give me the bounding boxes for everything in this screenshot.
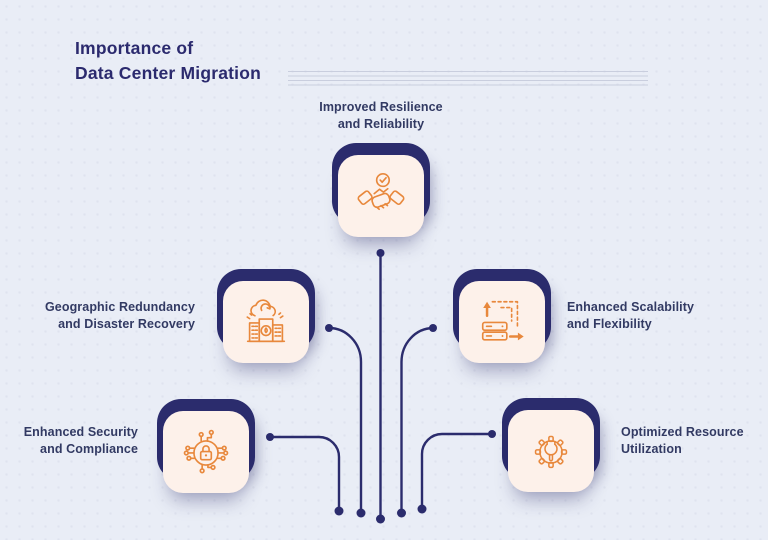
- connector-security: [268, 435, 341, 513]
- page-title-line2: Data Center Migration: [75, 63, 262, 83]
- buildings-cloud-sync-icon: [246, 299, 286, 343]
- card-geographic-redundancy: [217, 269, 317, 365]
- card-face: [163, 411, 249, 493]
- label-improved-resilience: Improved Resilience and Reliability: [281, 99, 481, 133]
- title-decorative-lines: [288, 71, 648, 86]
- label-enhanced-scalability: Enhanced Scalability and Flexibility: [567, 299, 757, 333]
- card-face: [459, 281, 545, 363]
- label-line: Utilization: [621, 442, 682, 456]
- circuit-lock-icon: [183, 429, 229, 474]
- handshake-check-icon: [357, 173, 405, 211]
- page-title-line1: Importance of: [75, 38, 194, 58]
- label-enhanced-security: Enhanced Security and Compliance: [8, 424, 138, 458]
- card-enhanced-scalability: [453, 269, 553, 365]
- connector-utilization: [420, 432, 494, 511]
- card-optimized-resource: [502, 398, 602, 494]
- label-line: Optimized Resource: [621, 425, 744, 439]
- card-enhanced-security: [157, 399, 257, 495]
- connector-redundancy: [327, 326, 363, 515]
- card-improved-resilience: [332, 143, 432, 239]
- label-line: Enhanced Security: [23, 425, 138, 439]
- label-optimized-resource: Optimized Resource Utilization: [621, 424, 768, 458]
- label-line: and Reliability: [337, 117, 425, 131]
- label-line: Geographic Redundancy: [44, 300, 195, 314]
- label-line: and Flexibility: [567, 317, 652, 331]
- gear-wrench-icon: [534, 435, 568, 469]
- label-line: and Disaster Recovery: [58, 317, 195, 331]
- card-face: [508, 410, 594, 492]
- card-face: [223, 281, 309, 363]
- label-line: Enhanced Scalability: [567, 300, 695, 314]
- page-title: Importance of Data Center Migration: [75, 36, 261, 86]
- label-line: Improved Resilience: [319, 100, 443, 114]
- card-face: [338, 155, 424, 237]
- connector-scalability: [400, 326, 435, 515]
- server-scale-arrows-icon: [481, 300, 524, 341]
- label-geographic-redundancy: Geographic Redundancy and Disaster Recov…: [13, 299, 195, 333]
- label-line: and Compliance: [40, 442, 138, 456]
